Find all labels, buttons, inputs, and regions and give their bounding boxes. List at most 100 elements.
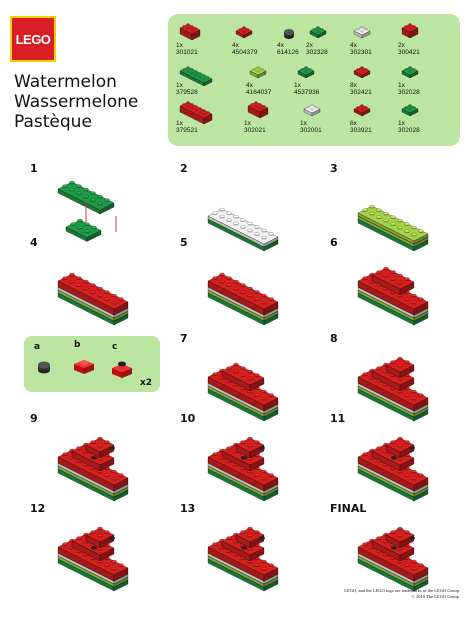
part-302328-image [309,26,327,39]
part-614126-image [284,29,294,39]
part-code: 302328 [306,49,328,56]
part-code: 302028 [398,127,420,134]
step-10-model [207,436,279,502]
part-302021-image [247,101,269,119]
step-number-3: 3 [330,162,338,175]
part-qty: 1x [300,120,307,127]
part-qty: 1x [176,82,183,89]
part-code: 300421 [398,49,420,56]
part-4504379-image [235,26,253,39]
step-number-9: 9 [30,412,38,425]
step-11-model [357,436,429,502]
red-plate-1x1 [74,360,94,374]
part-code: 302028 [398,89,420,96]
title-french: Pastèque [14,112,92,132]
trademark-text: LEGO, and the LEGO logo are trademarks o… [344,588,460,593]
step-number-6: 6 [330,236,338,249]
lego-logo: LEGO [10,16,56,62]
part-qty: 1x [294,82,301,89]
part-qty: 1x [398,82,405,89]
step-number-10: 10 [180,412,196,425]
part-code: 4164037 [246,89,272,96]
step-12-model [57,526,129,592]
part-qty: 2x [306,42,313,49]
red-black-combo [112,361,132,378]
part-302028-image [401,104,419,117]
step-number-5: 5 [180,236,188,249]
copyright-text: © 2010 The LEGO Group. [411,594,460,599]
step-3-model [357,204,429,252]
step-number-7: 7 [180,332,188,345]
part-qty: 6x [350,120,357,127]
step-13-model [207,526,279,592]
step-number-1: 1 [30,162,38,175]
step-number-8: 8 [330,332,338,345]
step-9-model [57,436,129,502]
part-code: 302021 [244,127,266,134]
part-4537936-image [297,66,315,79]
round-black-stud [38,361,50,374]
part-code: 303921 [350,127,372,134]
step-number-2: 2 [180,162,188,175]
step-number-4: 4 [30,236,38,249]
part-302421-image [353,66,371,79]
part-code: 302001 [300,127,322,134]
part-code: 379521 [176,127,198,134]
part-qty: 1x [398,120,405,127]
subassembly-panel: a b c x2 [24,336,160,392]
copyright-footer: LEGO, and the LEGO logo are trademarks o… [344,588,460,600]
part-302028-image [401,66,419,79]
step-number-14: FINAL [330,502,367,515]
part-302001-image [303,104,321,117]
part-379528-image [179,66,213,87]
step-8-model [357,356,429,422]
part-qty: 1x [176,120,183,127]
part-code: 4504379 [232,49,258,56]
part-code: 302301 [350,49,372,56]
step-6-model [357,266,429,326]
step-number-13: 13 [180,502,196,515]
part-code: 302421 [350,89,372,96]
step-number-11: 11 [330,412,346,425]
part-qty: 4x [232,42,239,49]
part-code: 4537936 [294,89,320,96]
lego-logo-text: LEGO [15,31,51,47]
step-number-12: 12 [30,502,46,515]
subassembly-drawing [38,360,132,378]
part-302301-image [353,26,371,39]
part-qty: 2x [398,42,405,49]
part-code: 614126 [277,49,299,56]
step-1-model [57,180,117,242]
title-english: Watermelon [14,72,117,92]
part-qty: 1x [244,120,251,127]
part-379521-image [179,101,213,125]
part-code: 301021 [176,49,198,56]
part-300421-image [401,23,419,39]
subassembly-label-c: c [112,342,118,352]
part-303921-image [353,104,371,117]
part-301021-image [179,23,201,41]
part-qty: 8x [350,82,357,89]
subassembly-multiplier: x2 [140,378,153,388]
part-code: 379528 [176,89,198,96]
part-qty: 1x [176,42,183,49]
step-4-model [57,272,129,326]
part-qty: 4x [350,42,357,49]
step-14-model [357,526,429,592]
part-qty: 4x [277,42,284,49]
